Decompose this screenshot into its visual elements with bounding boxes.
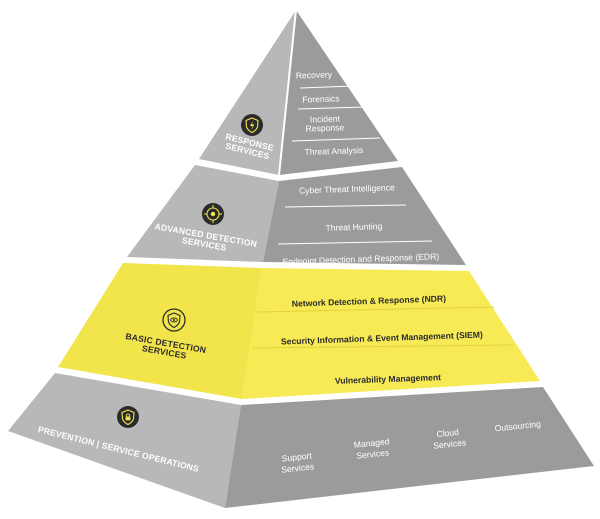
shield-lock-icon bbox=[117, 406, 139, 428]
prevention-item-managed: Managed bbox=[353, 436, 390, 450]
response-left-face bbox=[199, 10, 296, 175]
tier-basic-detection bbox=[58, 263, 540, 399]
right-face-dividers bbox=[252, 85, 514, 349]
prevention-item-cloud: Cloud bbox=[436, 427, 460, 439]
basic-item-vulnerability-mgmt: Vulnerability Management bbox=[335, 372, 442, 386]
basic-right-face bbox=[242, 268, 540, 399]
prevention-item-managed-services: Services bbox=[356, 447, 390, 460]
prevention-item-support: Support bbox=[281, 450, 313, 463]
prevention-item-support-services: Services bbox=[281, 461, 315, 474]
prevention-items: Support Services Managed Services Cloud … bbox=[281, 419, 542, 475]
response-item-response: Response bbox=[305, 122, 344, 133]
prevention-item-outsourcing: Outsourcing bbox=[494, 419, 541, 434]
shield-lightning-icon bbox=[241, 114, 263, 136]
response-item-threat-analysis: Threat Analysis bbox=[304, 145, 363, 157]
prevention-left-face bbox=[8, 373, 241, 508]
tier-response bbox=[199, 9, 398, 176]
target-eye-icon bbox=[202, 203, 224, 225]
response-edge bbox=[278, 9, 297, 176]
advanced-right-face bbox=[263, 167, 466, 265]
advanced-item-cti: Cyber Threat Intelligence bbox=[299, 182, 395, 195]
tier-advanced-detection bbox=[127, 165, 466, 265]
basic-left-face bbox=[58, 263, 262, 399]
response-item-incident: Incident bbox=[310, 113, 341, 124]
prevention-right-face bbox=[225, 387, 594, 508]
response-item-forensics: Forensics bbox=[302, 93, 340, 104]
response-right-face bbox=[279, 10, 398, 175]
tier-prevention bbox=[8, 373, 594, 508]
response-item-recovery: Recovery bbox=[296, 69, 333, 80]
prevention-item-cloud-services: Services bbox=[433, 437, 467, 450]
advanced-item-threat-hunting: Threat Hunting bbox=[325, 221, 382, 233]
response-items: Recovery Forensics Incident Response Thr… bbox=[296, 69, 364, 157]
shield-eye-icon bbox=[162, 308, 186, 332]
